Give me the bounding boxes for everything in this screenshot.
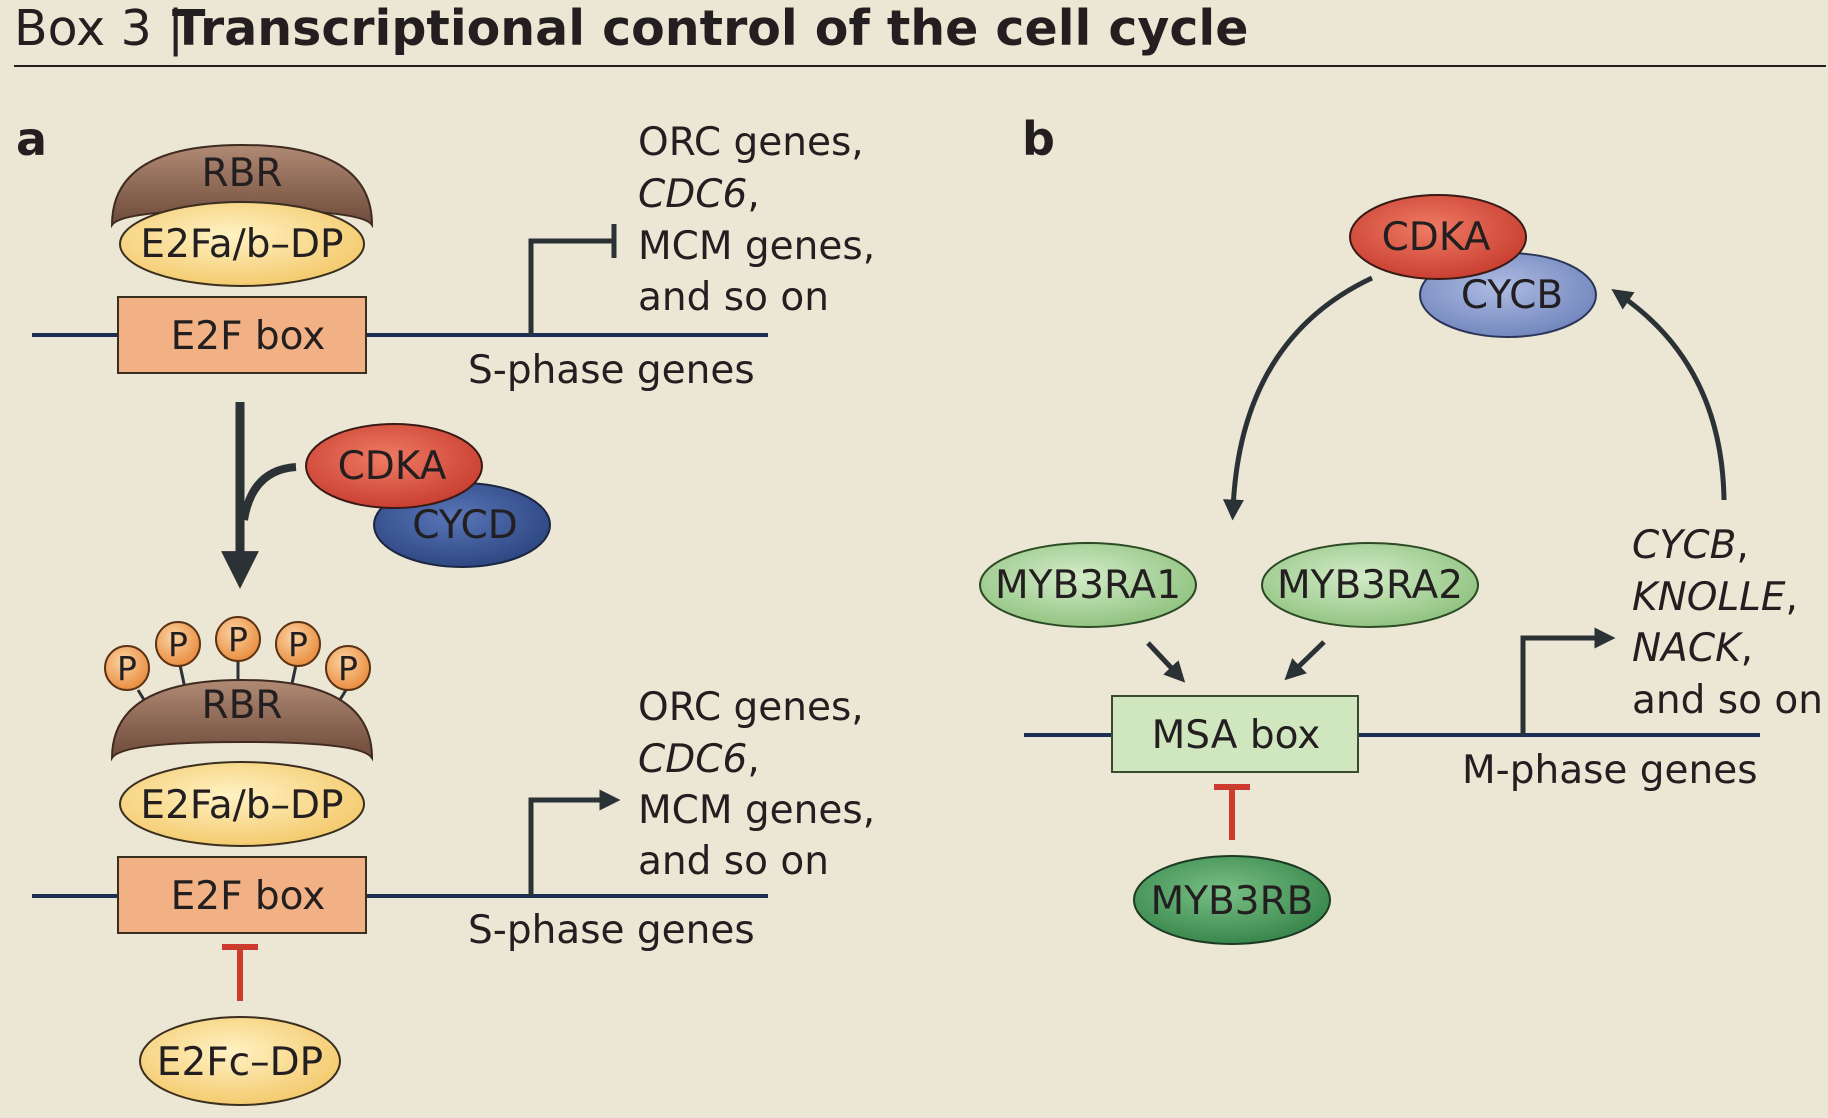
e2f-box <box>117 856 367 934</box>
box-label: Box 3 | <box>14 0 184 57</box>
genes-caption: S-phase genes <box>468 908 755 953</box>
e2f-box <box>117 296 367 374</box>
target-line-2: CDC6, <box>638 172 760 217</box>
phosphorylation-step: CYCD CDKA <box>221 402 551 589</box>
target-line-3: MCM genes, <box>638 224 875 269</box>
e2f-dp-label: E2Fa/b–DP <box>140 222 343 267</box>
panel-b-label: b <box>1022 112 1055 166</box>
target-line-3: NACK, <box>1632 626 1753 671</box>
rbr-label: RBR <box>202 151 283 196</box>
genes-caption: S-phase genes <box>468 348 755 393</box>
blocked-transcription-arrow <box>528 238 614 335</box>
target-line-1: CYCB, <box>1632 523 1749 568</box>
msa-box-inhibition <box>1214 784 1250 840</box>
panel-b: b CYCB CDKA MYB3RA1 MYB3RA2 MSA box M-ph… <box>979 112 1823 945</box>
e2fc-dp-repressor <box>139 1016 341 1106</box>
comma: , <box>1736 523 1748 568</box>
myb3ra2-protein <box>1261 542 1479 628</box>
target-line-2: CDC6, <box>638 737 760 782</box>
phosphate-p1 <box>104 645 150 691</box>
panel-a-bottom-pathway: P P P P P RBR E2Fa/b–DP E2F box S-phase … <box>32 616 875 1106</box>
target-line-4: and so on <box>1632 678 1823 723</box>
myb3ra1-arrow <box>1146 641 1186 683</box>
target-line-3: MCM genes, <box>638 788 875 833</box>
comma: , <box>747 172 759 217</box>
cdka-label: CDKA <box>338 444 447 489</box>
phosphate-p4 <box>275 621 321 667</box>
target-line-4: and so on <box>638 839 829 884</box>
cycd-label: CYCD <box>412 503 518 548</box>
myb3ra1-protein <box>979 542 1197 628</box>
msa-box-label: MSA box <box>1152 713 1321 758</box>
page-title: Transcriptional control of the cell cycl… <box>172 0 1248 57</box>
target-line-2: KNOLLE, <box>1632 575 1798 620</box>
feedback-arrow <box>1611 289 1727 501</box>
transcription-arrow <box>1520 627 1616 735</box>
cdka-protein <box>1349 194 1527 280</box>
cdc6-gene: CDC6 <box>638 172 747 217</box>
myb3ra2-label: MYB3RA2 <box>1277 563 1463 608</box>
genes-caption: M-phase genes <box>1462 748 1758 793</box>
e2fc-dp-label: E2Fc–DP <box>157 1040 323 1085</box>
kinase-complex: CYCB CDKA <box>1349 194 1597 338</box>
comma: , <box>1786 575 1798 620</box>
msa-box <box>1111 695 1359 773</box>
e2f-box-inhibition <box>222 944 258 1001</box>
e2f-box-label: E2F box <box>171 314 326 359</box>
myb3rb-label: MYB3RB <box>1151 879 1314 924</box>
phosphate-p3 <box>215 616 261 662</box>
target-genes: ORC genes, CDC6, MCM genes, and so on <box>638 120 875 320</box>
cdka-label: CDKA <box>1382 215 1491 260</box>
e2f-box-label: E2F box <box>171 874 326 919</box>
comma: , <box>747 737 759 782</box>
cdka-protein <box>305 423 483 509</box>
phosphate-p5 <box>325 645 371 691</box>
cdc6-gene: CDC6 <box>638 737 747 782</box>
phosphate-p2 <box>155 621 201 667</box>
activation-arrow <box>1222 275 1374 521</box>
myb3ra1-label: MYB3RA1 <box>995 563 1181 608</box>
phosphate-label: P <box>338 649 358 688</box>
panel-a-top-pathway: RBR E2Fa/b–DP E2F box S-phase genes ORC … <box>32 120 875 393</box>
target-genes: ORC genes, CDC6, MCM genes, and so on <box>638 685 875 884</box>
e2f-dp-complex <box>119 761 365 847</box>
comma: , <box>1741 626 1753 671</box>
myb3ra2-arrow <box>1284 640 1326 681</box>
phosphate-label: P <box>228 620 248 659</box>
e2f-dp-label: E2Fa/b–DP <box>140 783 343 828</box>
cycb-gene: CYCB <box>1632 523 1736 568</box>
phosphate-label: P <box>168 625 188 664</box>
phosphate-label: P <box>288 625 308 664</box>
e2f-dp-complex <box>119 201 365 287</box>
rbr-label: RBR <box>202 683 283 728</box>
target-line-1: ORC genes, <box>638 120 864 165</box>
nack-gene: NACK <box>1632 626 1744 671</box>
knolle-gene: KNOLLE <box>1632 575 1786 620</box>
transcription-arrow <box>528 789 621 896</box>
cycb-label: CYCB <box>1461 273 1563 318</box>
phosphate-label: P <box>117 649 137 688</box>
panel-a: a RBR E2Fa/b–DP E2F box S-phase genes OR… <box>16 112 875 1106</box>
kinase-input-arrow <box>240 463 297 521</box>
target-line-4: and so on <box>638 275 829 320</box>
myb3rb-repressor <box>1133 855 1331 945</box>
header: Box 3 | Transcriptional control of the c… <box>14 0 1826 67</box>
target-line-1: ORC genes, <box>638 685 864 730</box>
rbr-protein-phosphorylated <box>110 678 374 762</box>
target-genes: CYCB, KNOLLE, NACK, and so on <box>1632 523 1823 723</box>
panel-a-label: a <box>16 112 47 166</box>
